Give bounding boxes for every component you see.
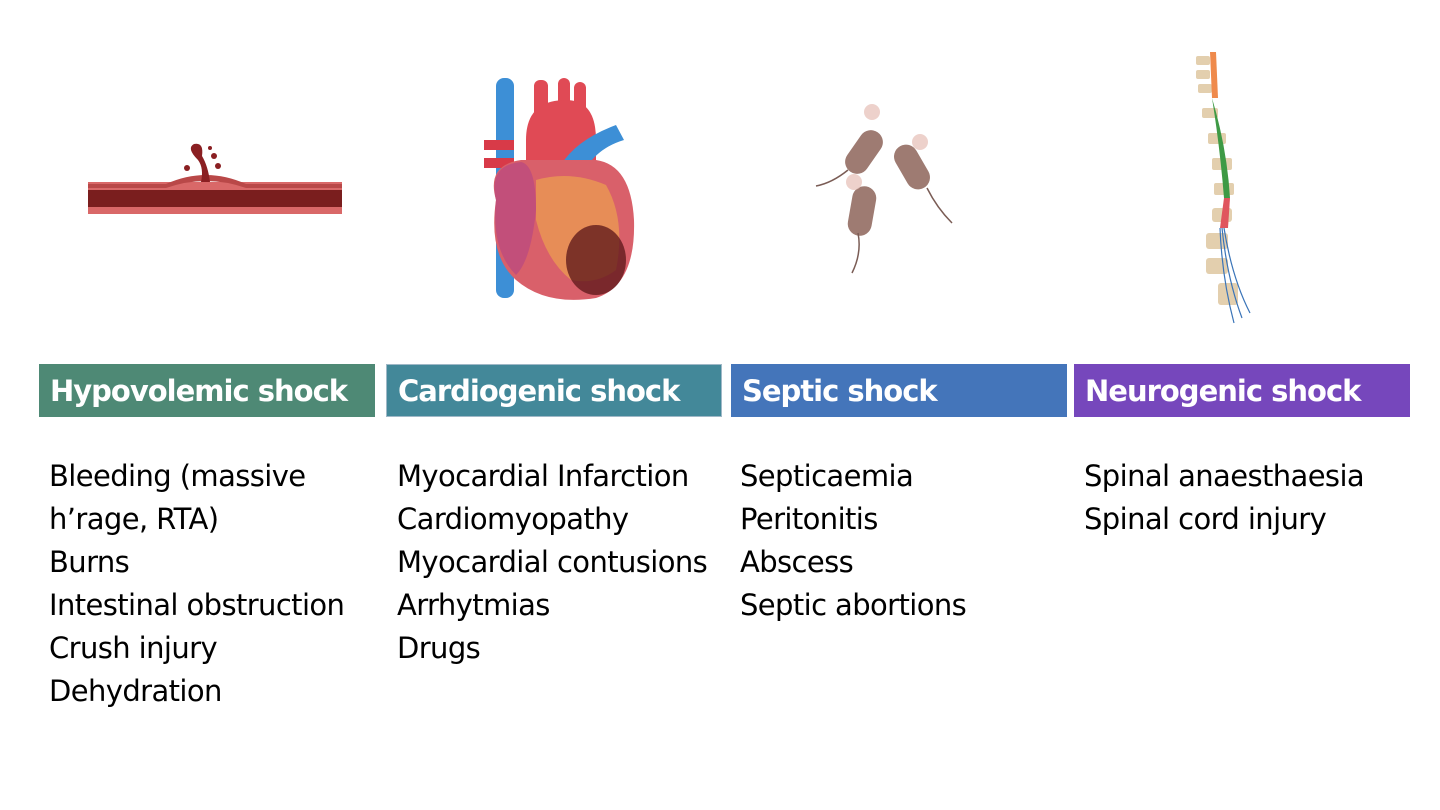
list-item: Myocardial Infarction [397, 459, 689, 493]
list-item: Myocardial contusions [397, 545, 708, 579]
list-item: Bleeding (massive h’rage, RTA) [49, 459, 306, 536]
list-item: Peritonitis [740, 502, 878, 536]
list-item: Spinal cord injury [1084, 502, 1327, 536]
list-item: Dehydration [49, 674, 222, 708]
list-item: Septicaemia [740, 459, 914, 493]
heart-infarction-icon [484, 78, 635, 300]
header-label: Neurogenic shock [1085, 373, 1361, 408]
causes-neurogenic: Spinal anaesthaesia Spinal cord injury [1084, 455, 1365, 541]
list-item: Crush injury [49, 631, 218, 665]
header-neurogenic: Neurogenic shock [1074, 364, 1410, 417]
causes-cardiogenic: Myocardial Infarction Cardiomyopathy Myo… [397, 455, 708, 670]
list-item: Cardiomyopathy [397, 502, 629, 536]
list-item: Arrhytmias [397, 588, 550, 622]
header-label: Septic shock [742, 373, 938, 408]
header-hypovolemic: Hypovolemic shock [39, 364, 375, 417]
list-item: Drugs [397, 631, 481, 665]
list-item: Septic abortions [740, 588, 967, 622]
spinal-cord-icon [1196, 52, 1251, 324]
causes-septic: Septicaemia Peritonitis Abscess Septic a… [740, 455, 967, 627]
list-item: Spinal anaesthaesia [1084, 459, 1365, 493]
list-item: Abscess [740, 545, 854, 579]
header-label: Hypovolemic shock [50, 373, 348, 408]
causes-hypovolemic: Bleeding (massive h’rage, RTA) Burns Int… [49, 455, 345, 713]
header-cardiogenic: Cardiogenic shock [386, 364, 722, 417]
bacteria-icon [815, 104, 953, 274]
list-item: Intestinal obstruction [49, 588, 345, 622]
header-label: Cardiogenic shock [398, 373, 680, 408]
header-septic: Septic shock [731, 364, 1067, 417]
bleeding-vessel-icon [88, 143, 342, 214]
list-item: Burns [49, 545, 130, 579]
